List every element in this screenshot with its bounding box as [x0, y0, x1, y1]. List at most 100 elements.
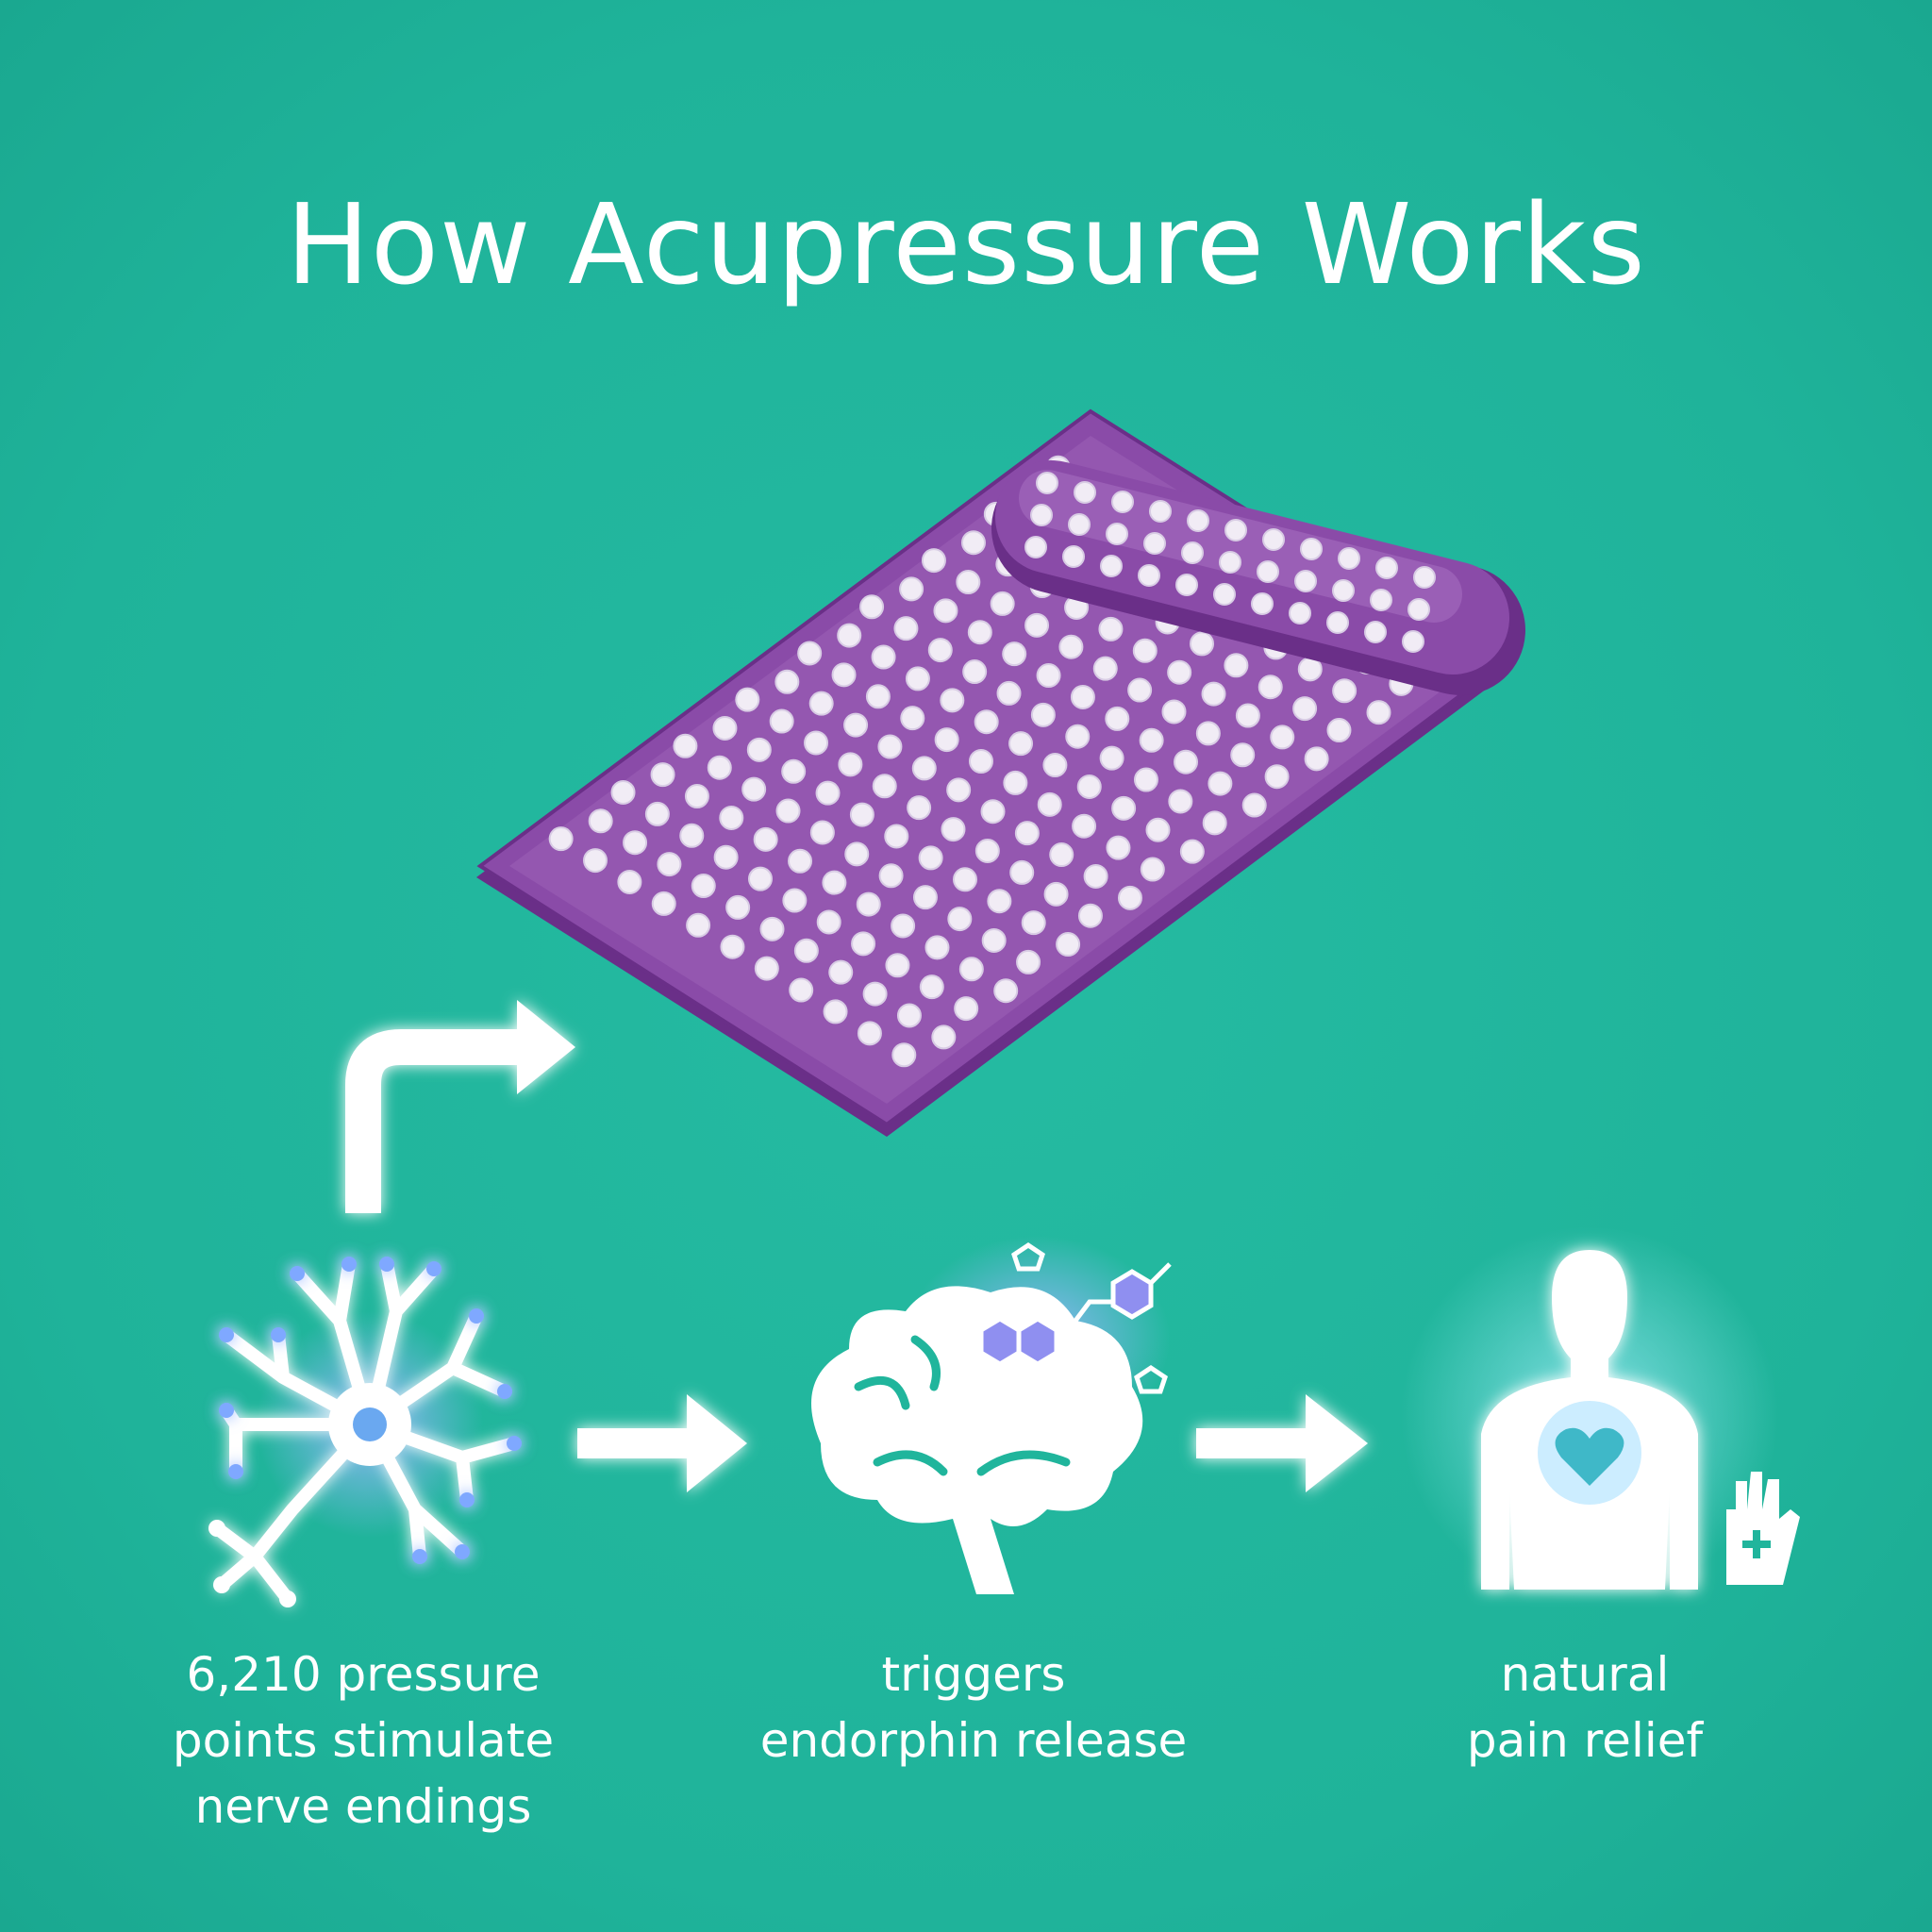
spike-disc [793, 938, 819, 963]
spike-disc [891, 1042, 917, 1068]
spike-disc [1149, 500, 1172, 523]
spike-disc [1042, 753, 1068, 778]
spike-disc [1332, 579, 1355, 602]
spike-disc [775, 798, 801, 824]
spike-disc [1009, 859, 1035, 885]
spike-disc [781, 758, 807, 784]
label-line: endorphin release [759, 1713, 1188, 1768]
spike-disc [912, 885, 938, 910]
spike-disc [1099, 745, 1124, 771]
spike-disc [797, 641, 823, 666]
neuron-icon [208, 1257, 522, 1607]
spike-disc [583, 848, 608, 874]
spike-disc [1098, 616, 1124, 641]
spike-disc [1024, 612, 1050, 638]
spike-disc [1138, 564, 1160, 587]
spike-disc [769, 708, 794, 734]
label-line: natural [1500, 1647, 1670, 1702]
spike-disc [673, 733, 698, 758]
pillow [991, 460, 1525, 695]
spike-disc [940, 688, 965, 713]
spike-disc [900, 706, 925, 731]
spike-disc [1105, 706, 1130, 731]
spike-disc [735, 687, 760, 712]
spike-disc [1213, 583, 1236, 606]
spike-disc [1127, 677, 1153, 703]
spike-disc [788, 848, 813, 874]
spike-disc [1289, 602, 1311, 625]
spike-disc [981, 927, 1007, 953]
spike-disc [967, 620, 992, 645]
spike-disc [1043, 881, 1069, 907]
label-line: triggers [881, 1647, 1066, 1702]
spike-disc [958, 957, 984, 982]
spike-disc [899, 576, 924, 602]
spike-disc [878, 863, 904, 889]
spike-disc [849, 802, 874, 827]
acupressure-mat [476, 408, 1525, 1137]
spike-disc [548, 826, 574, 852]
spike-disc [911, 756, 937, 781]
spike-disc [1133, 767, 1158, 792]
spike-disc [1241, 792, 1267, 818]
spike-disc [712, 715, 738, 741]
spike-disc [980, 799, 1006, 824]
spike-disc [759, 916, 785, 941]
spike-disc [1167, 659, 1192, 685]
spike-disc [1002, 641, 1027, 667]
spike-disc [650, 762, 675, 788]
spike-disc [1058, 634, 1084, 659]
spike-disc [993, 978, 1019, 1004]
spike-disc [931, 1024, 957, 1050]
spike-disc [1332, 678, 1357, 704]
spike-disc [956, 570, 981, 595]
spike-disc [1036, 472, 1058, 494]
arrow-right-icon [1196, 1394, 1368, 1492]
spike-disc [719, 805, 744, 830]
spike-disc [809, 820, 835, 845]
label-line: 6,210 pressure [186, 1647, 541, 1702]
spike-disc [859, 594, 885, 620]
spike-disc [815, 780, 841, 806]
spike-disc [1257, 675, 1283, 700]
spike-disc [1292, 696, 1318, 722]
spike-disc [1202, 810, 1227, 836]
hand-plus-icon [1726, 1472, 1800, 1585]
spike-disc [1201, 681, 1226, 707]
spike-disc [1219, 551, 1241, 574]
spike-disc [644, 801, 670, 826]
spike-disc [746, 737, 772, 762]
spike-disc [907, 795, 932, 821]
spike-disc [1132, 638, 1158, 663]
page-title: How Acupressure Works [286, 179, 1646, 309]
step-label-relief: natural pain relief [1321, 1641, 1849, 1774]
spike-disc [1106, 835, 1131, 860]
spike-disc [657, 852, 682, 877]
spike-disc [844, 841, 870, 867]
spike-disc [891, 913, 916, 939]
spike-disc [1145, 817, 1171, 842]
spike-disc [946, 777, 972, 803]
spike-disc [1251, 592, 1274, 615]
brain-endorphin-icon [811, 1236, 1172, 1594]
spike-disc [1294, 570, 1317, 592]
spike-disc [1304, 746, 1329, 772]
spike-disc [720, 934, 745, 959]
spike-disc [831, 662, 857, 688]
spike-disc [1062, 545, 1085, 568]
spike-disc [1008, 731, 1034, 757]
spike-disc [741, 776, 767, 802]
spike-disc [686, 912, 711, 938]
spike-disc [1100, 555, 1123, 577]
spike-disc [823, 999, 848, 1024]
spike-disc [1106, 523, 1128, 545]
label-line: points stimulate [172, 1713, 555, 1768]
spike-disc [1257, 560, 1279, 583]
spike-disc [960, 530, 986, 556]
spike-disc [1264, 764, 1290, 790]
spike-disc [1208, 771, 1233, 796]
step-label-nerve: 6,210 pressure points stimulate nerve en… [99, 1641, 627, 1840]
spike-disc [851, 931, 876, 957]
spike-disc [838, 752, 863, 777]
spike-disc [1181, 541, 1204, 564]
